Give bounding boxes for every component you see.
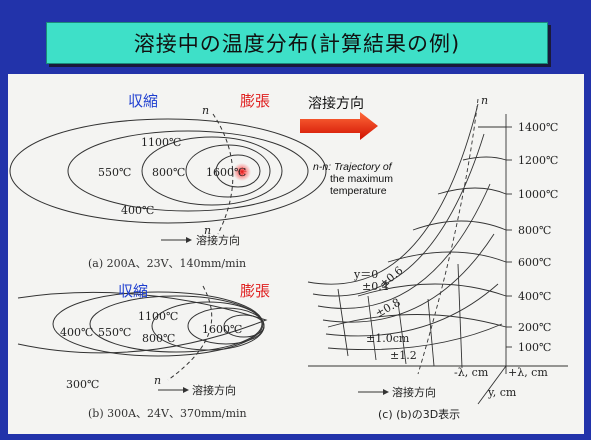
c-temp-600: 600℃	[518, 256, 551, 269]
a-label-1100: 1100℃	[141, 136, 181, 149]
c-temp-1000: 1000℃	[518, 188, 558, 201]
isotherm-550	[67, 130, 309, 212]
heat-source-star-icon: ✳	[237, 165, 247, 179]
c-lambda-neg-label: -λ, cm	[454, 366, 489, 379]
c-lambda-pos-label: +λ, cm	[508, 366, 548, 379]
a-direction-label: 溶接方向	[196, 233, 240, 247]
c-y04-label: ±0.4	[362, 280, 389, 293]
b-label-400: 400℃	[60, 326, 93, 339]
temperature-figure: ✳ 550℃ 1100℃ 800℃ 1600℃ 400℃ n n 収縮 膨張 溶…	[9, 92, 568, 421]
a-n-label: n	[202, 104, 209, 117]
b-label-1100: 1100℃	[138, 310, 178, 323]
c-y06-label: ±0.6	[377, 264, 406, 291]
max-temp-trajectory	[212, 113, 234, 235]
b-label-300: 300℃	[66, 378, 99, 391]
c-trajectory	[417, 98, 479, 375]
b-direction-label: 溶接方向	[192, 383, 236, 397]
a-label-400: 400℃	[121, 204, 154, 217]
b-label-800: 800℃	[142, 332, 175, 345]
isotherm-550b	[89, 295, 263, 353]
panel-a	[9, 113, 327, 235]
b-label-550: 550℃	[98, 326, 131, 339]
c-temp-100: 100℃	[518, 341, 551, 354]
isotherm-800	[141, 136, 283, 206]
isotherm-400	[9, 118, 327, 224]
c-temp-1200: 1200℃	[518, 154, 558, 167]
b-direction-arrow-icon	[183, 387, 189, 393]
figure-panel: ✳ 550℃ 1100℃ 800℃ 1600℃ 400℃ n n 収縮 膨張 溶…	[8, 74, 584, 434]
a-n-label-bottom: n	[204, 224, 211, 237]
weld-direction-big-arrow-icon	[300, 112, 378, 140]
c-y0-label: y＝0	[353, 268, 378, 281]
c-y08-label: ±0.8	[373, 296, 403, 321]
isotherm-400b	[52, 291, 264, 357]
weld-direction-big-label: 溶接方向	[308, 95, 364, 112]
nn-line2: the maximum	[330, 173, 393, 185]
c-direction-arrow-icon	[383, 389, 389, 395]
c-y12-label: ±1.2	[390, 349, 417, 362]
c-n-label: n	[481, 94, 488, 107]
expansion-label-a: 膨張	[240, 92, 270, 110]
a-label-550: 550℃	[98, 166, 131, 179]
c-temp-800: 800℃	[518, 224, 551, 237]
c-temp-400: 400℃	[518, 290, 551, 303]
b-n-label: n	[154, 374, 161, 387]
b-label-1600: 1600℃	[202, 323, 242, 336]
expansion-label-b: 膨張	[240, 282, 270, 300]
isotherm-300	[17, 291, 268, 354]
nn-title: n-n: Trajectory of	[313, 161, 393, 173]
c-y-axis-label: y, cm	[487, 386, 517, 399]
a-label-800: 800℃	[152, 166, 185, 179]
c-temp-1400: 1400℃	[518, 121, 558, 134]
page-title: 溶接中の温度分布(計算結果の例)	[46, 22, 548, 64]
b-caption: (b) 300A、24V、370mm/min	[88, 407, 247, 420]
c-curve-y0	[307, 103, 479, 285]
panel-c	[307, 98, 568, 405]
a-direction-arrow-icon	[186, 237, 192, 243]
c-y-axis	[477, 365, 507, 405]
a-label-1600: 1600℃	[206, 166, 246, 179]
c-caption: (c) (b)の3D表示	[378, 407, 460, 421]
nn-line3: temperature	[330, 185, 387, 197]
isotherm-1100	[185, 144, 271, 198]
c-temp-200: 200℃	[518, 321, 551, 334]
contraction-label-a: 収縮	[128, 92, 158, 110]
panel-b	[17, 285, 268, 381]
a-caption: (a) 200A、23V、140mm/min	[88, 257, 246, 270]
isotherm-1600	[215, 154, 261, 188]
contraction-label-b: 収縮	[118, 282, 148, 300]
isotherm-1600b	[223, 314, 265, 338]
c-direction-label: 溶接方向	[392, 385, 436, 399]
c-y10-label: ±1.0cm	[366, 332, 410, 345]
max-temp-trajectory-b	[167, 285, 213, 381]
heat-source-icon	[233, 163, 251, 181]
